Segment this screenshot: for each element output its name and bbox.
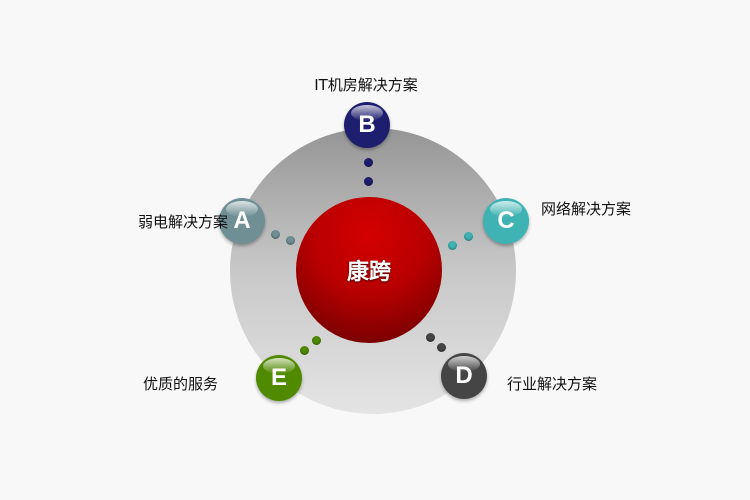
connector-dot [270, 229, 280, 239]
node-letter: D [455, 362, 473, 389]
connector-dot [447, 240, 457, 250]
center-label: 康跨 [346, 260, 391, 285]
center-circle: 康跨 [296, 197, 442, 343]
connector-dot [299, 345, 309, 355]
node-e-label: 优质的服务 [142, 375, 218, 393]
node-letter: E [270, 364, 287, 391]
node-b-ball: B [344, 102, 390, 148]
node-letter: C [497, 207, 515, 234]
connector-dot [311, 335, 321, 345]
connector-dot [436, 342, 446, 352]
connector-dot [463, 231, 473, 241]
node-c-ball: C [483, 198, 529, 244]
connector-dot [363, 176, 373, 186]
node-letter: B [358, 111, 376, 138]
node-b-label: IT机房解决方案 [314, 76, 418, 94]
connector-dot [425, 332, 435, 342]
node-a-label: 弱电解决方案 [137, 213, 228, 231]
node-c-label: 网络解决方案 [541, 200, 632, 218]
node-letter: A [233, 207, 251, 234]
connector-dot [363, 157, 373, 167]
node-e-ball: E [256, 355, 302, 401]
node-d-ball: D [441, 353, 487, 399]
node-d-label: 行业解决方案 [507, 375, 598, 393]
node-a-ball: A [219, 198, 265, 244]
connector-dot [285, 235, 295, 245]
